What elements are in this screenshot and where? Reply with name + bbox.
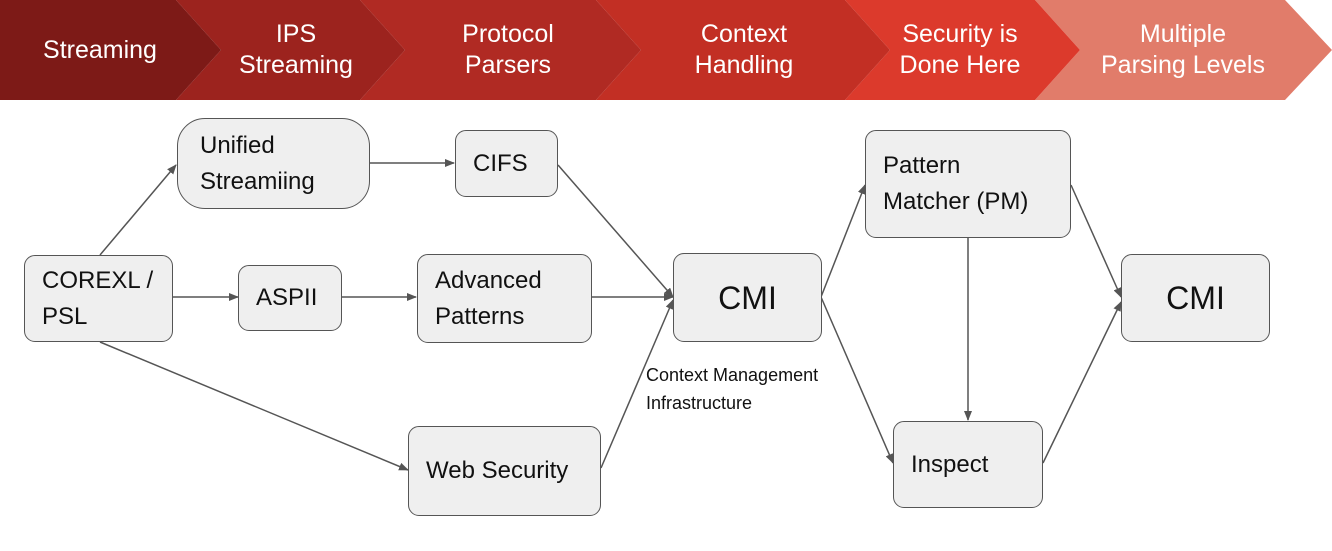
- node-inspect: Inspect: [893, 421, 1043, 508]
- stage-chevron-2: [176, 0, 405, 100]
- arrow-cifs-to-cmi: [557, 164, 674, 298]
- node-aspii: ASPII: [238, 265, 342, 331]
- stage-label-context-handling: Context Handling: [694, 20, 794, 79]
- arrow-corexl-to-websec: [99, 341, 409, 471]
- node-pattern-matcher: Pattern Matcher (PM): [865, 130, 1071, 238]
- node-cmi-context: CMI: [673, 253, 822, 342]
- stage-label-protocol-parsers: Protocol Parsers: [462, 20, 554, 79]
- stage-label-multiple-parsing-levels: Multiple Parsing Levels: [1101, 20, 1265, 79]
- stage-chevron-3: [360, 0, 641, 100]
- stage-chevron-6: [1035, 0, 1332, 100]
- node-unified-streaming: Unified Streamiing: [177, 118, 370, 209]
- cmi-note: Context Management Infrastructure: [646, 365, 819, 413]
- stage-label-ips-streaming: IPS Streaming: [239, 20, 353, 79]
- arrow-cmi-to-pm: [820, 184, 866, 298]
- stage-banner: [0, 0, 1332, 100]
- node-cifs: CIFS: [455, 130, 558, 197]
- arrow-websec-to-cmi: [600, 299, 674, 469]
- node-corexl-psl: COREXL / PSL: [24, 255, 173, 342]
- stage-label-streaming: Streaming: [43, 35, 157, 64]
- arrow-corexl-to-unified: [99, 164, 177, 256]
- node-web-security: Web Security: [408, 426, 601, 516]
- arrow-inspect-to-cmi2: [1042, 301, 1122, 464]
- arrow-cmi-to-inspect: [820, 296, 894, 464]
- arrow-pm-to-cmi2: [1070, 184, 1122, 298]
- stage-chevron-4: [596, 0, 890, 100]
- stage-chevron-5: [845, 0, 1080, 100]
- stage-label-security-done-here: Security is Done Here: [899, 20, 1021, 79]
- node-cmi-final: CMI: [1121, 254, 1270, 342]
- stage-chevron-1: [0, 0, 221, 100]
- node-advanced-patterns: Advanced Patterns: [417, 254, 592, 343]
